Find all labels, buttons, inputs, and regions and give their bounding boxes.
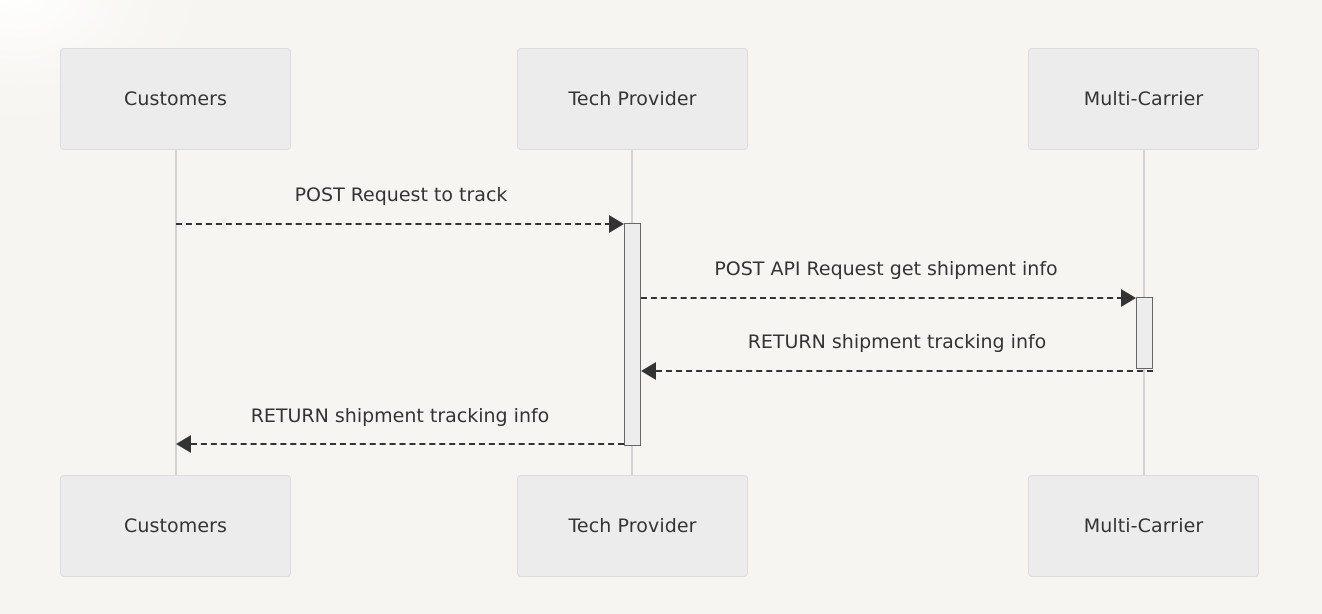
message-line-4 [191, 443, 624, 445]
participant-label-tech-provider-bottom: Tech Provider [568, 515, 697, 537]
participant-box-customers-bottom[interactable]: Customers [60, 475, 291, 577]
message-label-3: RETURN shipment tracking info [747, 331, 1047, 353]
participant-box-tech-provider-top[interactable]: Tech Provider [517, 48, 748, 150]
message-arrowhead-right-icon-1 [609, 215, 624, 233]
participant-box-multi-carrier-bottom[interactable]: Multi-Carrier [1028, 475, 1259, 577]
participant-box-multi-carrier-top[interactable]: Multi-Carrier [1028, 48, 1259, 150]
message-line-3 [656, 370, 1153, 372]
participant-label-multi-carrier-top: Multi-Carrier [1083, 88, 1204, 110]
participant-box-customers-top[interactable]: Customers [60, 48, 291, 150]
message-line-1 [176, 223, 611, 225]
lifeline-customers [175, 150, 177, 475]
activation-bar-tech-provider [624, 223, 641, 446]
participant-label-tech-provider-top: Tech Provider [568, 88, 697, 110]
participant-label-customers-bottom: Customers [123, 515, 228, 537]
message-label-2: POST API Request get shipment info [714, 258, 1058, 280]
message-line-2 [641, 297, 1123, 299]
message-arrowhead-left-icon-3 [641, 362, 656, 380]
message-label-1: POST Request to track [294, 184, 508, 206]
message-arrowhead-left-icon-4 [176, 435, 191, 453]
activation-bar-multi-carrier [1136, 297, 1153, 369]
participant-box-tech-provider-bottom[interactable]: Tech Provider [517, 475, 748, 577]
participant-label-multi-carrier-bottom: Multi-Carrier [1083, 515, 1204, 537]
participant-label-customers-top: Customers [123, 88, 228, 110]
message-label-4: RETURN shipment tracking info [250, 405, 550, 427]
message-arrowhead-right-icon-2 [1121, 289, 1136, 307]
